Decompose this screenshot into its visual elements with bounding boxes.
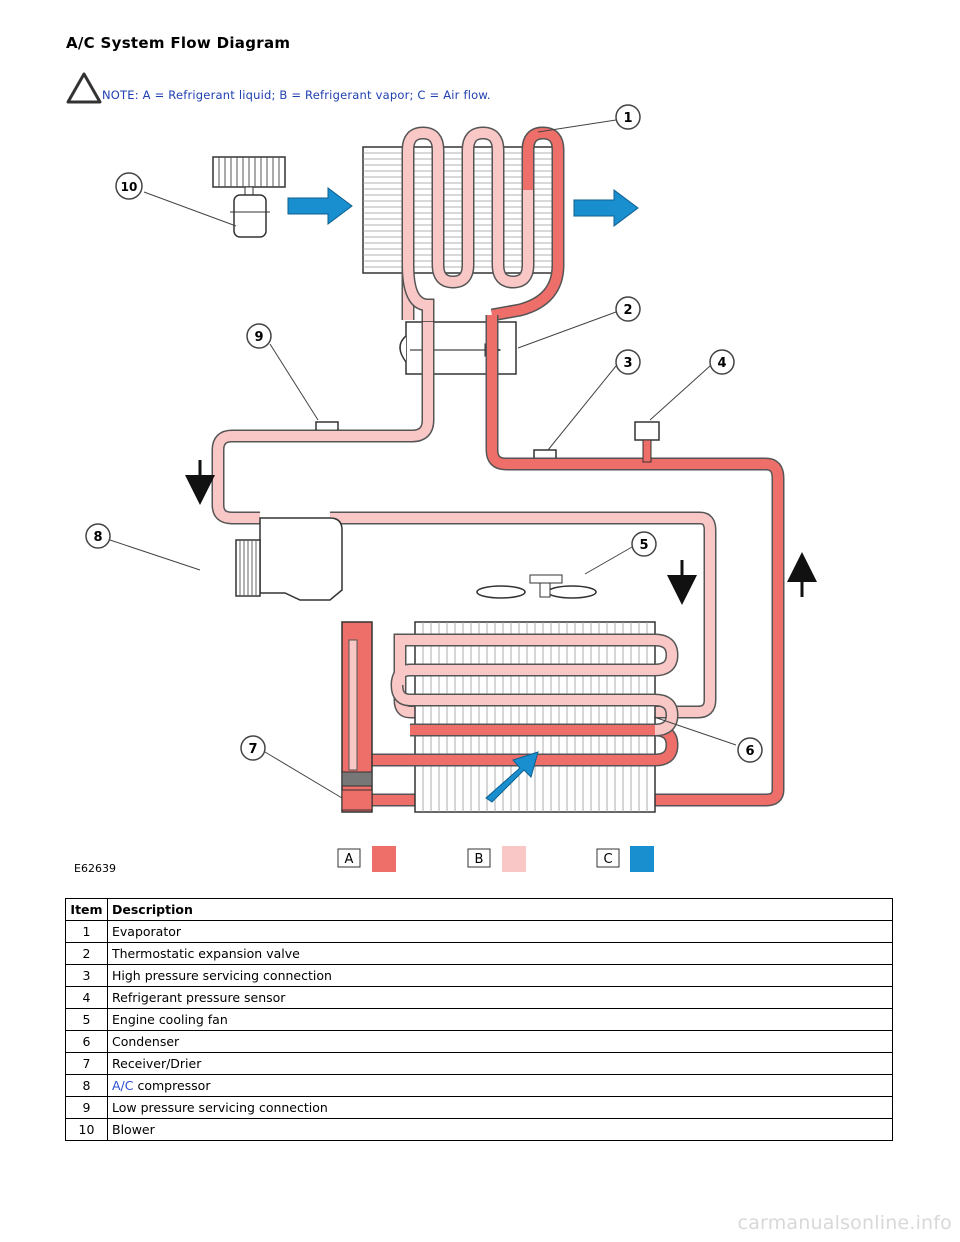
item-number: 6: [65, 1030, 108, 1053]
callout-3: 3: [615, 349, 641, 375]
item-description: High pressure servicing connection: [107, 964, 893, 987]
pressure-sensor: [634, 421, 660, 463]
item-description: Blower: [107, 1118, 893, 1141]
table-header-row: Item Description: [65, 898, 893, 921]
svg-text:5: 5: [639, 538, 648, 553]
svg-text:B: B: [475, 852, 484, 867]
blower: [212, 156, 286, 238]
item-description: Thermostatic expansion valve: [107, 942, 893, 965]
item-description: A/C compressor: [107, 1074, 893, 1097]
ac-flow-diagram: 1 2 3 4 5 6 7 8 9 10 E62639 A: [74, 104, 817, 875]
item-number: 5: [65, 1008, 108, 1031]
header-item: Item: [65, 898, 108, 921]
svg-text:C: C: [603, 852, 612, 867]
item-description: Refrigerant pressure sensor: [107, 986, 893, 1009]
item-description: Engine cooling fan: [107, 1008, 893, 1031]
header-description: Description: [107, 898, 893, 921]
svg-text:A: A: [345, 852, 354, 867]
item-number: 4: [65, 986, 108, 1009]
item-number: 2: [65, 942, 108, 965]
item-description: Receiver/Drier: [107, 1052, 893, 1075]
item-description: Condenser: [107, 1030, 893, 1053]
compressor: [235, 517, 343, 601]
item-number: 9: [65, 1096, 108, 1119]
callout-9: 9: [246, 323, 272, 349]
receiver-drier: [341, 621, 373, 813]
warning-triangle-icon: [66, 72, 102, 104]
figure-id: E62639: [74, 862, 116, 875]
callout-4: 4: [709, 349, 735, 375]
item-description-text: compressor: [133, 1078, 211, 1093]
svg-text:3: 3: [623, 356, 632, 371]
cooling-fan: [476, 574, 597, 599]
ac-glossary-link[interactable]: A/C: [112, 1078, 134, 1093]
svg-text:6: 6: [745, 744, 754, 759]
leader-lines: [109, 119, 737, 799]
flow-direction-arrows: [185, 460, 817, 605]
high-pressure-port: [533, 449, 557, 458]
item-number: 1: [65, 920, 108, 943]
callout-5: 5: [631, 531, 657, 557]
svg-text:10: 10: [121, 180, 138, 194]
item-number: 8: [65, 1074, 108, 1097]
legend-item-a: A: [337, 846, 396, 872]
legend-item-b: B: [467, 846, 526, 872]
legend: A B C: [337, 846, 654, 872]
item-number: 7: [65, 1052, 108, 1075]
condenser: [360, 621, 679, 813]
callout-2: 2: [615, 296, 641, 322]
item-description: Low pressure servicing connection: [107, 1096, 893, 1119]
callout-1: 1: [615, 104, 641, 130]
note: NOTE: A = Refrigerant liquid; B = Refrig…: [66, 70, 491, 104]
svg-text:4: 4: [717, 356, 726, 371]
note-text: NOTE: A = Refrigerant liquid; B = Refrig…: [102, 88, 491, 102]
expansion-valve: [399, 321, 517, 375]
callout-7: 7: [240, 735, 266, 761]
page-title: A/C System Flow Diagram: [66, 34, 291, 52]
svg-text:9: 9: [254, 330, 263, 345]
item-description: Evaporator: [107, 920, 893, 943]
item-number: 10: [65, 1118, 108, 1141]
legend-item-c: C: [596, 846, 654, 872]
callout-10: 10: [115, 172, 143, 200]
svg-text:2: 2: [623, 303, 632, 318]
low-pressure-port: [315, 421, 339, 430]
svg-text:7: 7: [248, 742, 257, 757]
evaporator: [362, 126, 565, 325]
svg-text:8: 8: [93, 530, 102, 545]
svg-text:1: 1: [623, 111, 632, 126]
air-flow-arrows: [287, 187, 639, 803]
item-number: 3: [65, 964, 108, 987]
callout-8: 8: [85, 523, 111, 549]
watermark: carmanualsonline.info: [737, 1212, 952, 1234]
callout-6: 6: [737, 737, 763, 763]
